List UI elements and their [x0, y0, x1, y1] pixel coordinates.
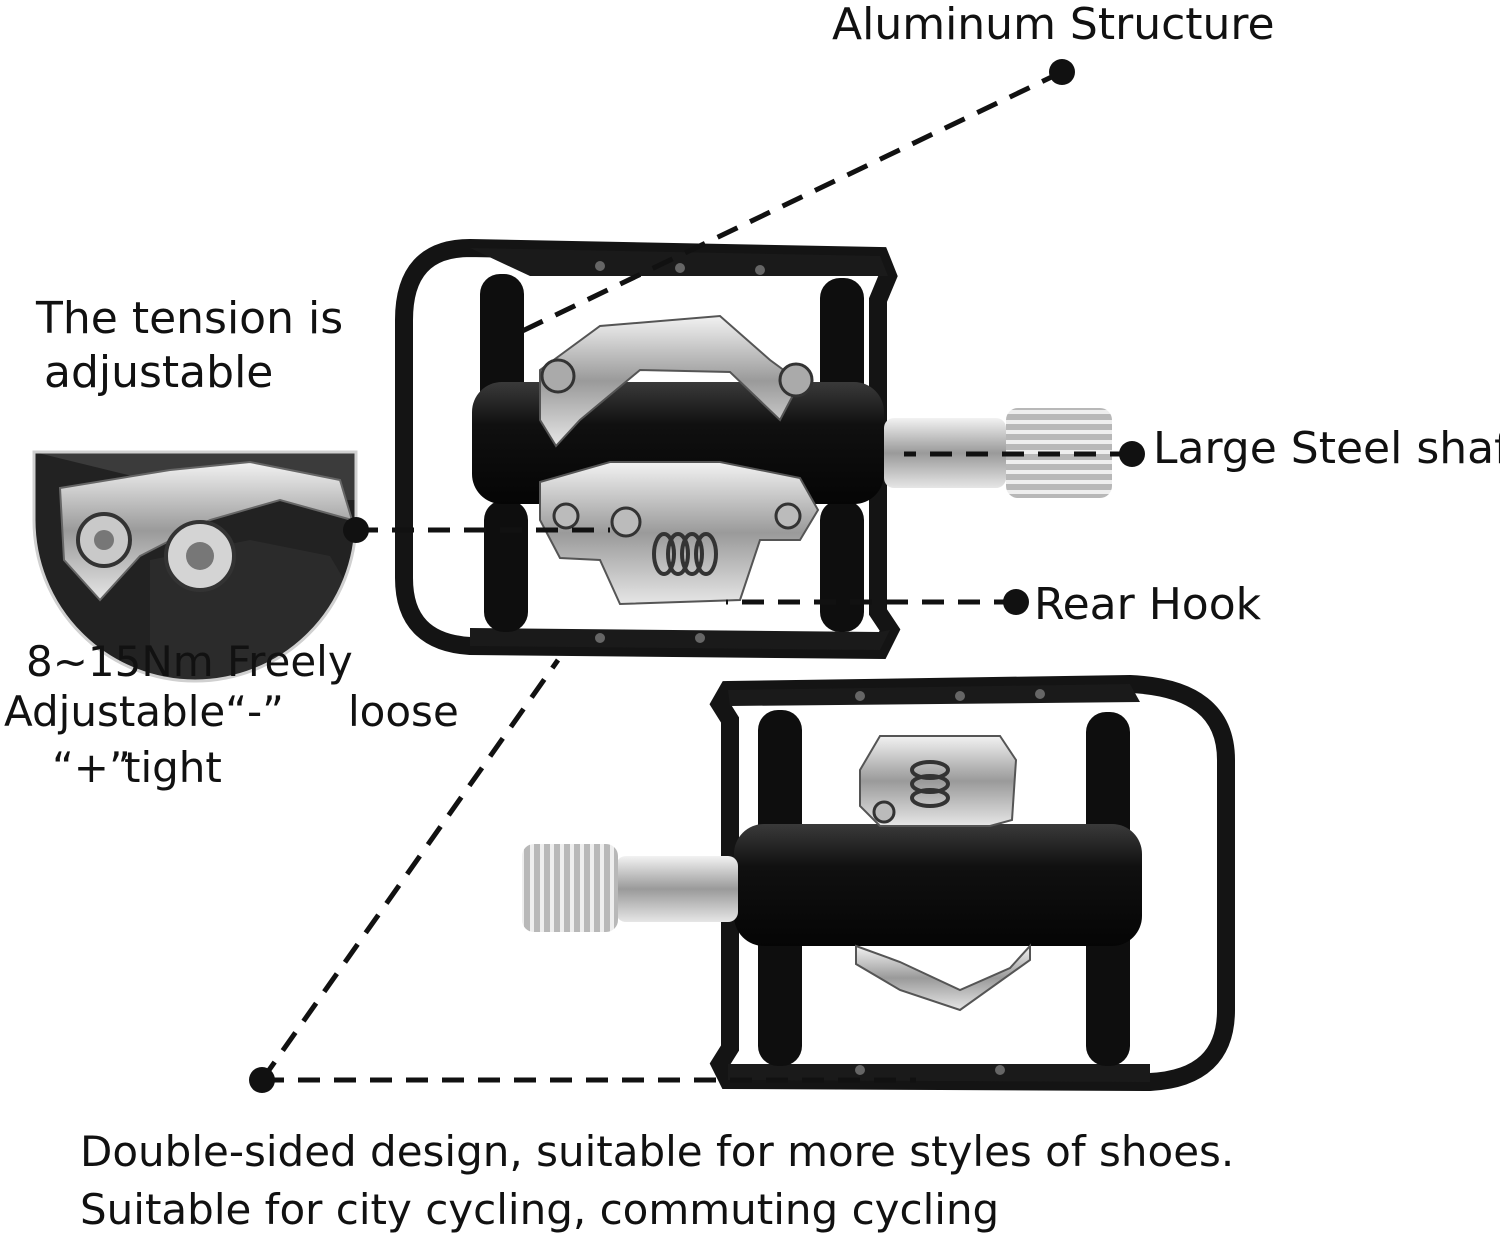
label-aluminum-structure: Aluminum Structure [832, 0, 1275, 50]
label-tension-line2: adjustable [44, 347, 274, 398]
label-tension-line1: The tension is [36, 293, 344, 344]
label-adjustable-minus: Adjustable“-” [4, 687, 284, 736]
dot-tension [343, 517, 369, 543]
leader-aluminum [514, 69, 1064, 337]
dot-aluminum [1049, 59, 1075, 85]
label-tight: tight [124, 743, 222, 792]
dot-shaft [1119, 441, 1145, 467]
label-rear-hook: Rear Hook [1034, 579, 1262, 630]
label-city-cycling: Suitable for city cycling, commuting cyc… [80, 1185, 1000, 1234]
leader-dots [249, 59, 1145, 1093]
label-loose: loose [348, 687, 459, 736]
leader-lines [259, 69, 1132, 1083]
label-plus: “+” [52, 743, 131, 792]
leader-double-sided-diag [259, 658, 561, 1082]
pedal-back [522, 674, 1235, 1092]
dot-rear-hook [1003, 589, 1029, 615]
dot-double-sided [249, 1067, 275, 1093]
label-double-sided-design: Double-sided design, suitable for more s… [80, 1127, 1235, 1176]
label-torque-range: 8~15Nm Freely [26, 637, 353, 686]
pedal-front [395, 238, 1112, 660]
label-large-steel-shaft: Large Steel shaft [1153, 423, 1500, 474]
